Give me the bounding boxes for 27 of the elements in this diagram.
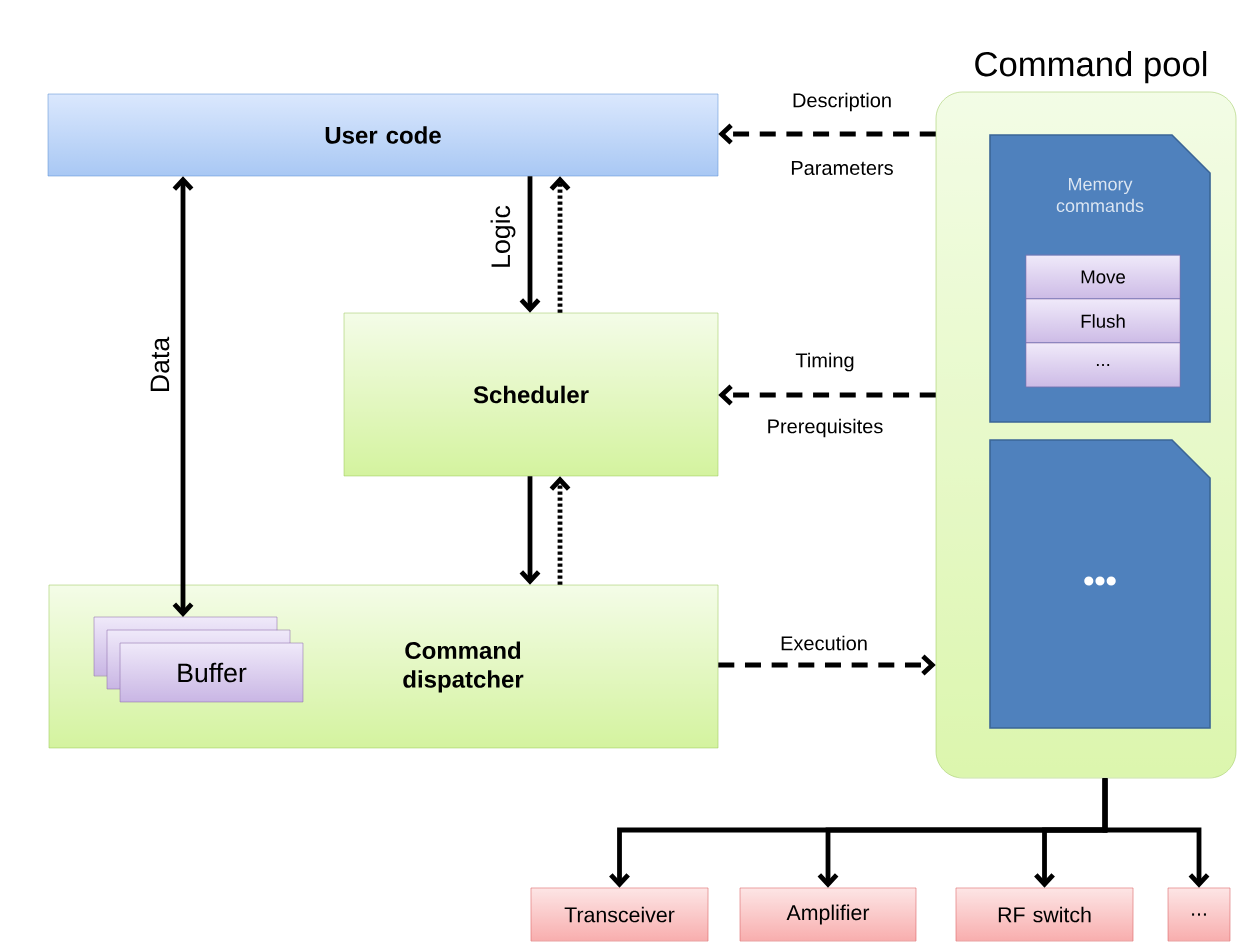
arrow [549,476,571,585]
list-cell: ... [1025,342,1181,388]
edge-label: Execution [778,634,870,652]
process-box: Scheduler [343,312,719,477]
arrow [519,476,541,585]
arrow [718,384,936,406]
list-cell: Flush [1025,298,1181,344]
edge-label: Description [790,91,894,113]
annotation-text: Prerequisites [765,417,885,439]
device-box: Transceiver [530,887,709,942]
device-box: ... [1167,887,1231,942]
device-box: RF switch [955,887,1134,942]
edge-label: Logic [489,203,517,271]
buffer-stack: Buffer [93,616,304,703]
arrow [519,176,541,313]
list-cell: Move [1025,254,1181,300]
process-box: User code [47,93,719,177]
arrow [172,176,194,617]
device-box: Amplifier [739,887,917,942]
arrow [549,176,571,313]
arrow [1102,778,1210,888]
edge-label: Timing [794,351,856,373]
arrow [718,654,936,676]
annotation-text: Parameters [789,159,896,177]
edge-label: Data [149,335,171,395]
arrow [718,123,936,145]
node-label: Command pool [975,50,1207,84]
